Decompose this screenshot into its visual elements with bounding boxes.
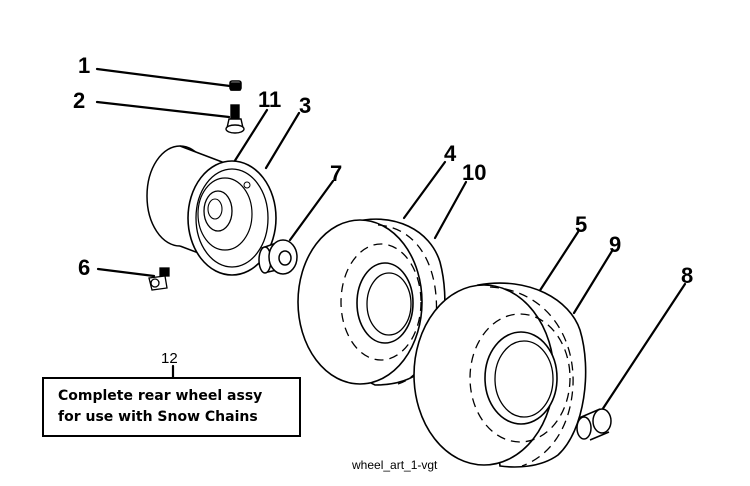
callout-3: 3 <box>299 93 312 118</box>
callout-5: 5 <box>575 212 588 237</box>
callout-10: 10 <box>462 160 487 185</box>
leader-line-10 <box>433 180 468 240</box>
callout-2: 2 <box>73 88 86 113</box>
tire-rear <box>413 282 587 468</box>
note-box: Complete rear wheel assy for use with Sn… <box>42 377 301 437</box>
leader-line-11 <box>227 108 269 172</box>
valve-stem <box>225 104 245 134</box>
figure-caption: wheel_art_1-vgt <box>352 458 438 472</box>
callout-1: 1 <box>78 53 91 78</box>
callout-4: 4 <box>444 141 457 166</box>
callout-8: 8 <box>681 263 694 288</box>
callout-7: 7 <box>330 161 343 186</box>
callout-6: 6 <box>78 255 91 280</box>
valve-cap <box>229 80 242 91</box>
hub-cap <box>576 408 612 441</box>
leader-line-4 <box>402 160 447 220</box>
leader-line-7 <box>288 179 335 242</box>
leader-line-6 <box>96 267 156 278</box>
callout-11: 11 <box>258 87 282 112</box>
leader-line-8 <box>600 282 687 412</box>
bushing <box>258 239 298 275</box>
leader-line-9 <box>572 249 614 315</box>
note-line-1: Complete rear wheel assy <box>58 388 263 404</box>
note-line-2: for use with Snow Chains <box>58 409 258 425</box>
callout-9: 9 <box>609 232 622 257</box>
leader-lines <box>95 67 687 412</box>
grease-fitting <box>148 267 170 291</box>
wheel-rim <box>146 145 277 276</box>
leader-line-1 <box>95 67 232 88</box>
leader-line-3 <box>264 111 301 170</box>
callout-12: 12 <box>161 350 178 367</box>
leader-line-2 <box>95 100 231 119</box>
leader-line-5 <box>535 230 580 297</box>
